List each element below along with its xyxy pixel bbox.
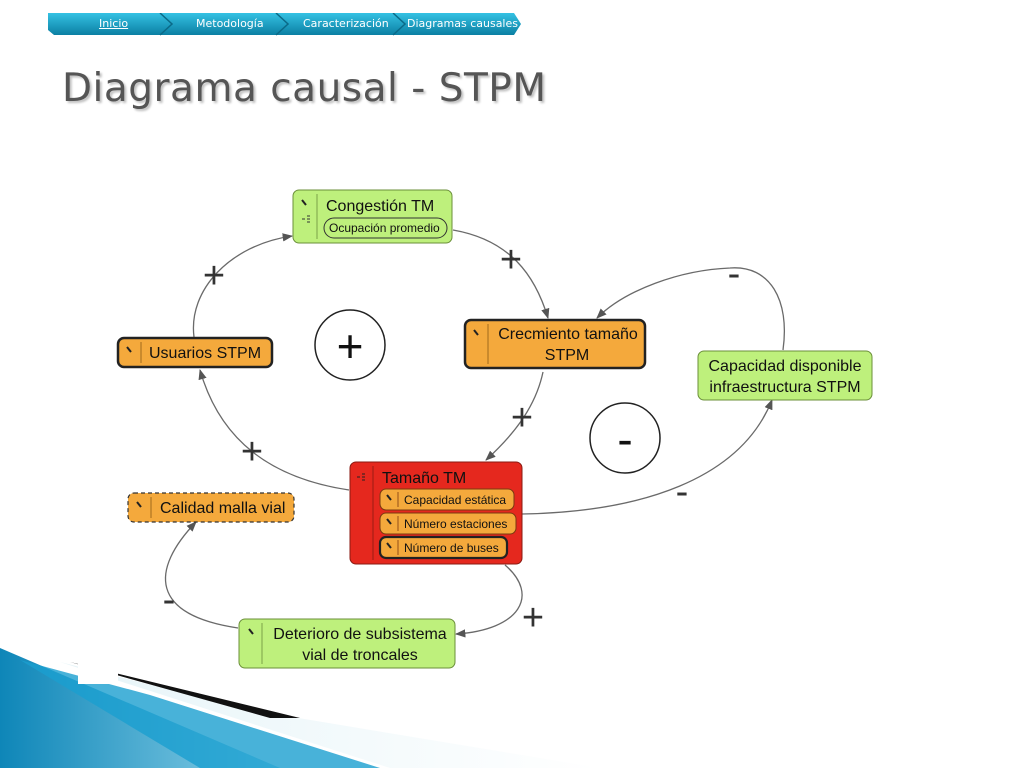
variable-icon (386, 518, 392, 525)
polarity-crecimiento-tamano: + (511, 397, 533, 439)
loop-indicator-reinforcing: + (314, 309, 386, 381)
attributes-icon (302, 215, 310, 223)
variable-icon (126, 346, 132, 353)
breadcrumb-item-caracterizacion[interactable]: Caracterización (303, 17, 389, 30)
node-congestion-title: Congestión TM (326, 198, 434, 215)
polarity-tamano-capacidad: - (676, 471, 689, 513)
variable-icon (386, 542, 392, 549)
polarity-tamano-deterioro: + (522, 597, 544, 639)
node-deterioro-subsistema: Deterioro de subsistema vial de troncale… (238, 618, 456, 669)
node-deterioro-title-line2: vial de troncales (302, 647, 418, 664)
node-capacidad-title-line1: Capacidad disponible (709, 358, 862, 375)
node-tamano-attribute-estaciones: Número estaciones (404, 517, 507, 531)
variable-icon (386, 494, 392, 501)
node-crecimiento-tamano-stpm: Crecmiento tamaño STPM (463, 318, 647, 370)
node-capacidad-disponible: Capacidad disponible infraestructura STP… (697, 350, 873, 401)
node-tamano-attribute-buses: Número de buses (404, 541, 499, 555)
loop-polarity-reinforcing: + (337, 320, 364, 372)
node-calidad-malla-vial: Calidad malla vial (127, 492, 295, 523)
node-congestion-tm: Congestión TM Ocupación promedio (292, 189, 453, 244)
breadcrumb-item-metodologia[interactable]: Metodología (196, 17, 264, 30)
node-crecimiento-title-line1: Crecmiento tamaño (498, 326, 638, 343)
variable-icon (301, 199, 307, 206)
node-calidad-title: Calidad malla vial (160, 500, 285, 517)
edge-capacidad-crecimiento (596, 267, 785, 351)
loop-indicator-balancing: - (589, 402, 661, 474)
node-tamano-attribute-capacidad: Capacidad estática (404, 493, 506, 507)
polarity-usuarios-congestion: + (203, 255, 225, 297)
polarity-deterioro-calidad: - (163, 579, 176, 621)
polarity-tamano-usuarios: + (241, 431, 263, 473)
edge-usuarios-congestion (192, 233, 294, 338)
node-congestion-attribute: Ocupación promedio (329, 221, 440, 235)
variable-icon (473, 329, 479, 336)
node-deterioro-title-line1: Deterioro de subsistema (273, 626, 447, 643)
variable-icon (248, 628, 254, 635)
node-usuarios-stpm: Usuarios STPM (116, 336, 274, 369)
page-title: Diagrama causal - STPM (62, 66, 547, 111)
node-tamano-tm: Tamaño TM Capacidad estática Número esta… (349, 461, 523, 565)
breadcrumb-ribbon (48, 13, 521, 36)
decorative-swoosh (0, 600, 600, 768)
edge-deterioro-calidad (164, 521, 239, 629)
edge-tamano-usuarios (198, 369, 350, 491)
node-tamano-title: Tamaño TM (382, 470, 466, 487)
breadcrumb-item-inicio[interactable]: Inicio (99, 17, 129, 30)
polarity-congestion-crecimiento: + (500, 239, 522, 281)
edge-crecimiento-tamano (485, 371, 544, 461)
node-usuarios-title: Usuarios STPM (149, 345, 261, 362)
node-crecimiento-title-line2: STPM (545, 347, 589, 364)
breadcrumb: Inicio Metodología Caracterización Diagr… (48, 13, 521, 38)
breadcrumb-item-diagramas-causales[interactable]: Diagramas causales (407, 17, 518, 30)
edge-tamano-deterioro (454, 564, 523, 638)
polarity-capacidad-crecimiento: - (728, 253, 741, 295)
loop-polarity-balancing: - (617, 413, 632, 465)
node-capacidad-title-line2: infraestructura STPM (709, 379, 860, 396)
edge-congestion-crecimiento (452, 229, 550, 319)
attributes-icon (357, 473, 365, 481)
edge-tamano-capacidad (521, 399, 773, 515)
variable-icon (136, 501, 142, 508)
